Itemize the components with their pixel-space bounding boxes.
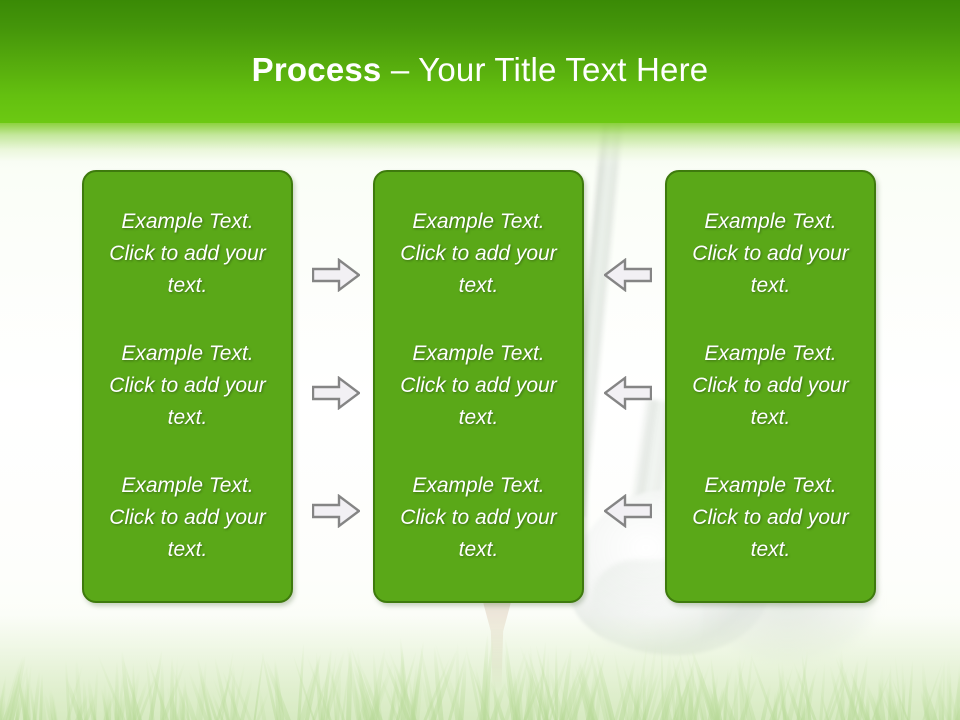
arrow-left-icon-1[interactable]: [604, 258, 652, 292]
process-box-middle[interactable]: Example Text. Click to add your text. Ex…: [373, 170, 584, 603]
page-title-strong: Process: [251, 51, 382, 88]
process-box-right[interactable]: Example Text. Click to add your text. Ex…: [665, 170, 876, 603]
process-text-right-3[interactable]: Example Text. Click to add your text.: [692, 474, 849, 561]
process-text-right-2[interactable]: Example Text. Click to add your text.: [692, 342, 849, 429]
process-text-middle-3[interactable]: Example Text. Click to add your text.: [400, 474, 557, 561]
process-text-left-3[interactable]: Example Text. Click to add your text.: [109, 474, 266, 561]
process-text-middle-1[interactable]: Example Text. Click to add your text.: [400, 210, 557, 297]
process-text-left-1[interactable]: Example Text. Click to add your text.: [109, 210, 266, 297]
arrow-right-icon-1[interactable]: [312, 258, 360, 292]
process-text-middle-2[interactable]: Example Text. Click to add your text.: [400, 342, 557, 429]
arrow-right-icon-2[interactable]: [312, 376, 360, 410]
arrow-left-icon-2[interactable]: [604, 376, 652, 410]
process-text-left-2[interactable]: Example Text. Click to add your text.: [109, 342, 266, 429]
process-text-right-1[interactable]: Example Text. Click to add your text.: [692, 210, 849, 297]
grass-band: [0, 615, 960, 720]
arrow-left-icon-3[interactable]: [604, 494, 652, 528]
title-banner-fade: [0, 123, 960, 169]
title-banner: [0, 0, 960, 123]
arrow-right-icon-3[interactable]: [312, 494, 360, 528]
process-box-left[interactable]: Example Text. Click to add your text. Ex…: [82, 170, 293, 603]
page-title-light: – Your Title Text Here: [381, 51, 709, 88]
page-title: Process – Your Title Text Here: [0, 50, 960, 90]
